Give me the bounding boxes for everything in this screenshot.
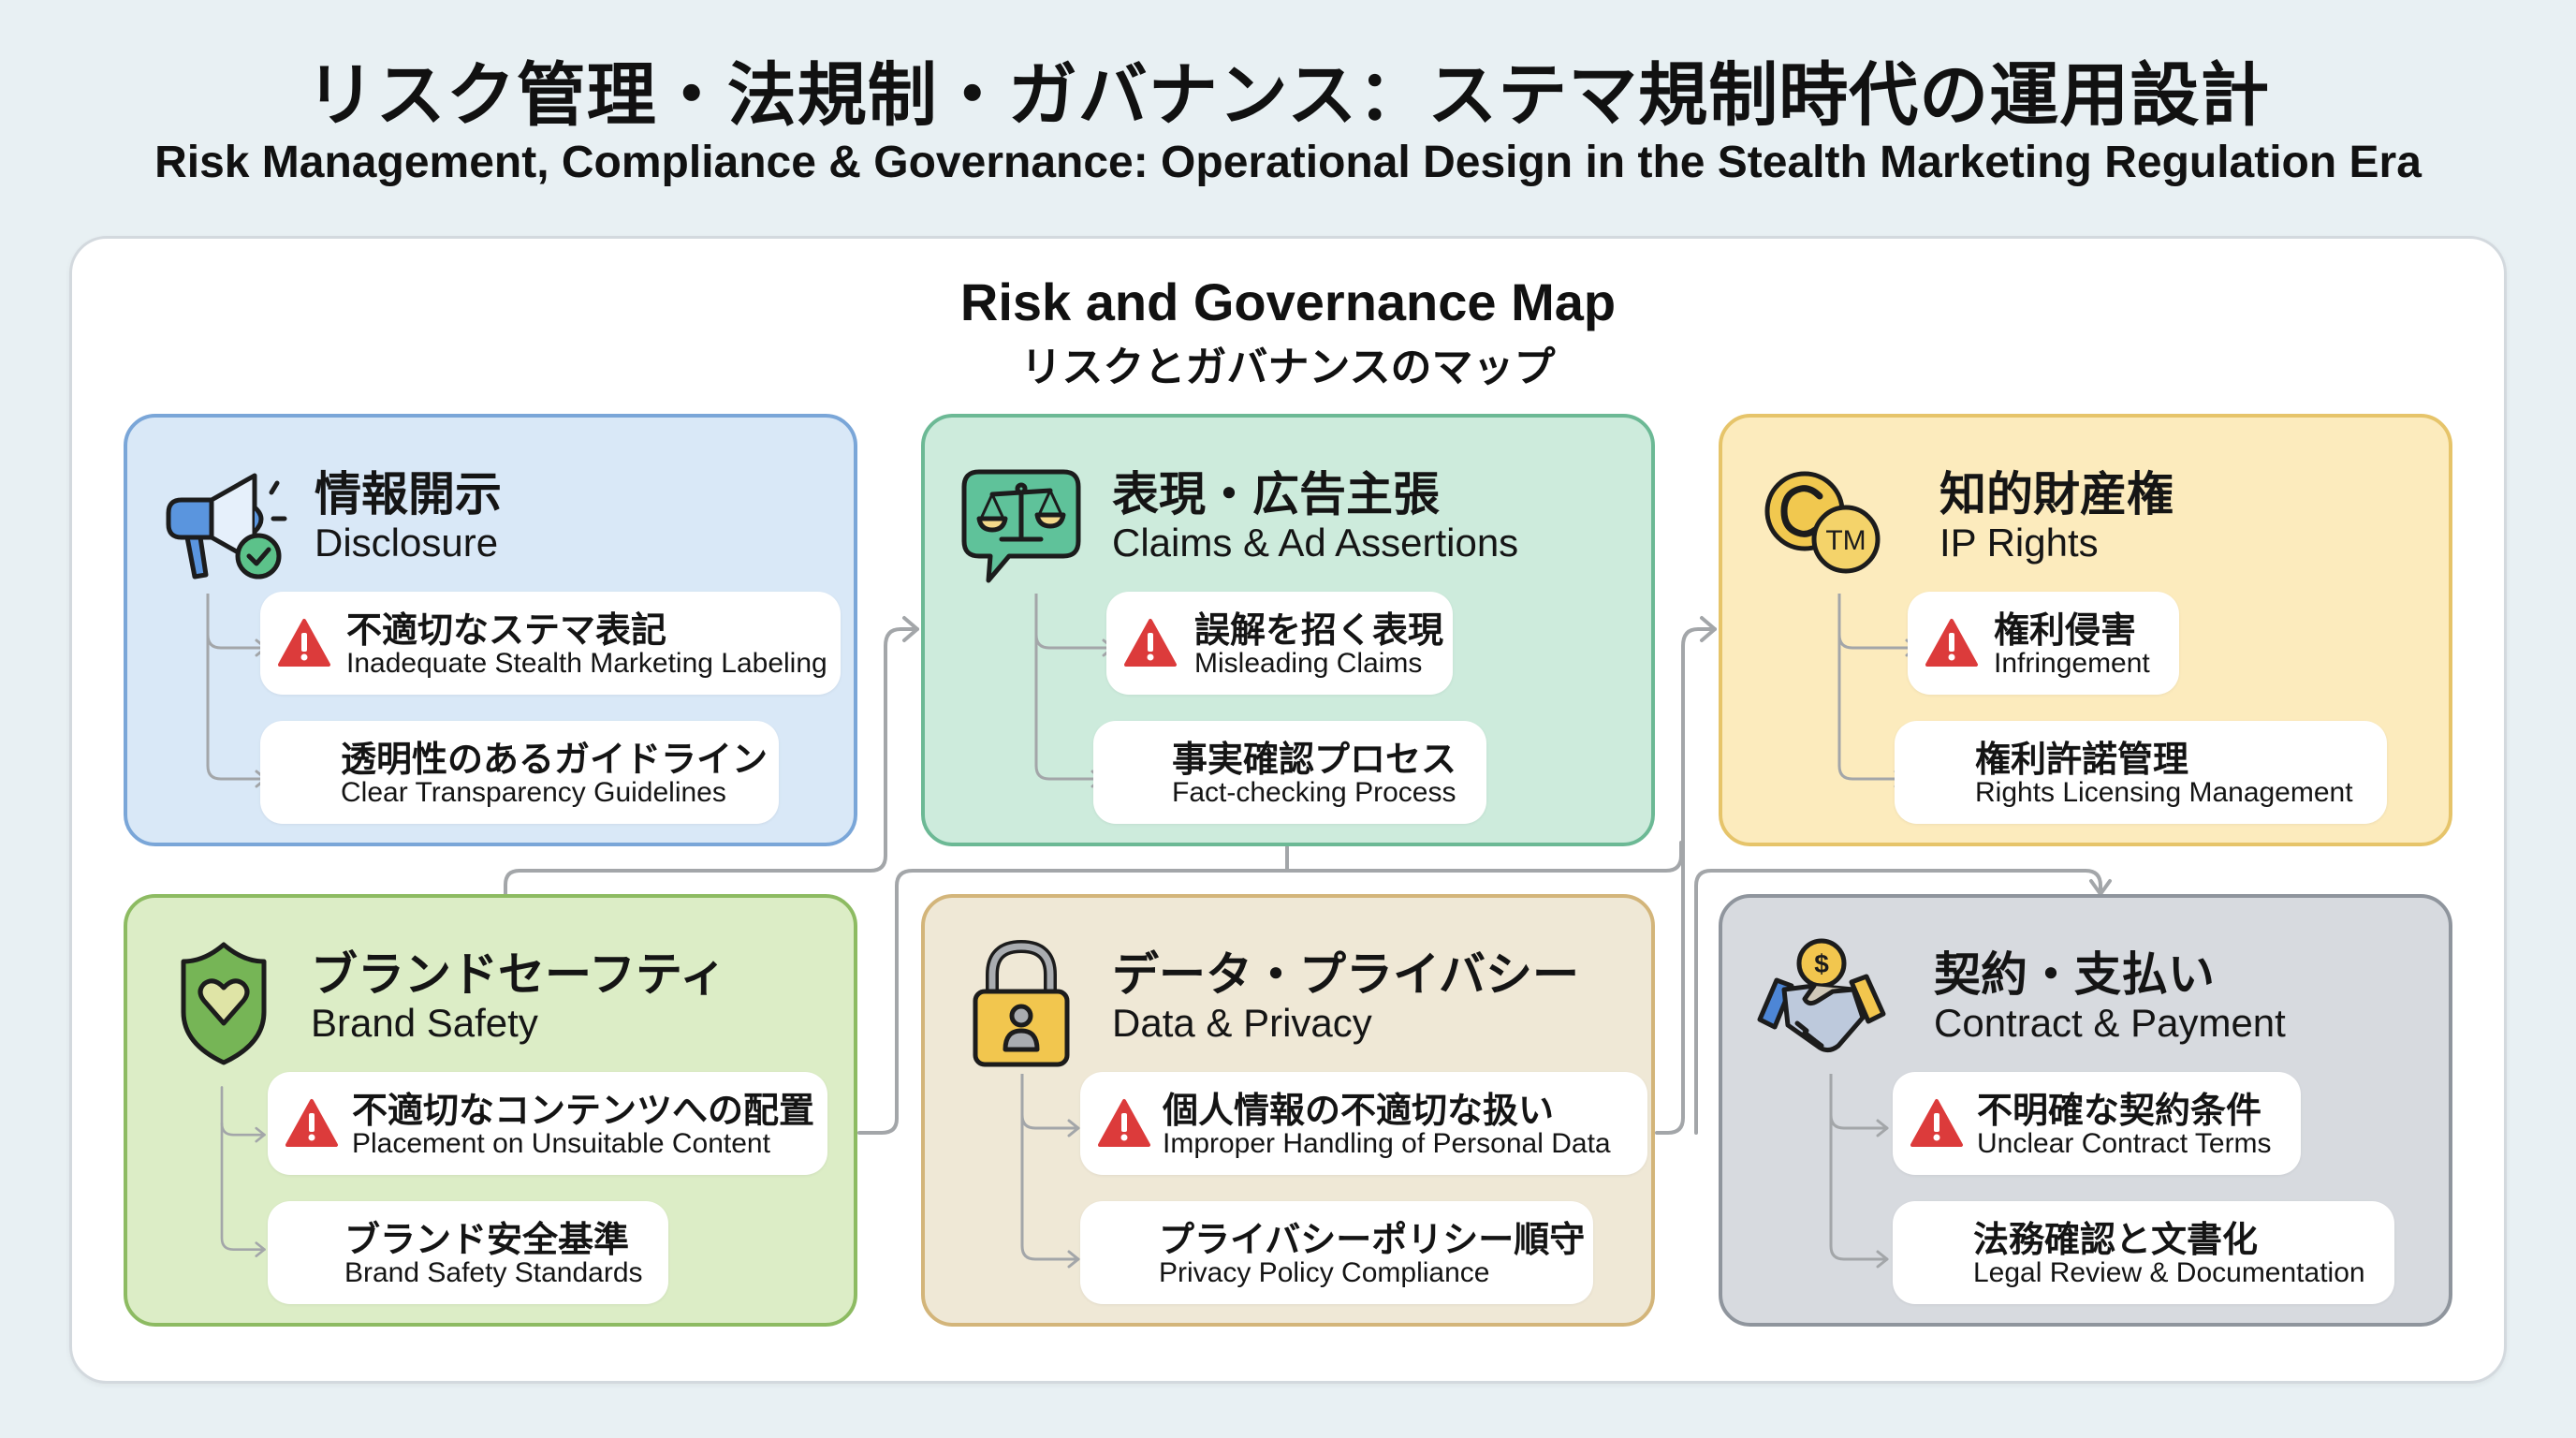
svg-text:TM: TM (1825, 525, 1866, 556)
risk-item[interactable]: 不明確な契約条件 Unclear Contract Terms (1893, 1072, 2301, 1175)
risk-title-jp: 誤解を招く表現 (1194, 609, 1444, 651)
map-title-en: Risk and Governance Map (959, 272, 1617, 331)
shield-heart-icon (154, 933, 294, 1074)
risk-item[interactable]: 不適切なコンテンツへの配置 Placement on Unsuitable Co… (268, 1072, 827, 1175)
risk-item[interactable]: 不適切なステマ表記 Inadequate Stealth Marketing L… (260, 592, 841, 695)
control-item[interactable]: 法務確認と文書化 Legal Review & Documentation (1893, 1201, 2394, 1304)
scales-speech-bubble-icon (951, 453, 1091, 594)
branch-connector (1829, 1074, 1889, 1269)
control-title-en: Privacy Policy Compliance (1159, 1257, 1490, 1288)
padlock-person-icon (951, 933, 1091, 1074)
risk-item[interactable]: 権利侵害 Infringement (1908, 592, 2179, 695)
control-item[interactable]: ブランド安全基準 Brand Safety Standards (268, 1201, 668, 1304)
warning-icon (278, 619, 330, 667)
card-brand-safety[interactable]: ブランドセーフティ Brand Safety 不適切なコンテンツへの配置 Pla… (124, 894, 857, 1327)
control-title-jp: 法務確認と文書化 (1973, 1219, 2259, 1260)
warning-icon (1098, 1099, 1150, 1147)
risk-title-en: Unclear Contract Terms (1977, 1128, 2272, 1159)
control-title-en: Rights Licensing Management (1975, 777, 2353, 808)
card-title-jp: 情報開示 (315, 467, 502, 521)
warning-icon (285, 1099, 338, 1147)
risk-title-en: Improper Handling of Personal Data (1163, 1128, 1611, 1159)
risk-title-en: Infringement (1994, 648, 2150, 679)
card-title-en: Contract & Payment (1934, 1001, 2286, 1045)
svg-text:$: $ (1814, 949, 1829, 978)
control-title-en: Legal Review & Documentation (1973, 1257, 2365, 1288)
card-title-en: Brand Safety (311, 1001, 538, 1045)
risk-title-jp: 権利侵害 (1994, 609, 2137, 651)
card-disclosure[interactable]: 情報開示 Disclosure 不適切なステマ表記 Inadequate Ste… (124, 414, 857, 846)
handshake-coin-icon: $ (1749, 933, 1889, 1074)
page-title-jp: リスク管理・法規制・ガバナンス：ステマ規制時代の運用設計 (305, 55, 2271, 136)
control-title-en: Fact-checking Process (1172, 777, 1456, 808)
control-item[interactable]: 権利許諾管理 Rights Licensing Management (1895, 721, 2387, 824)
copyright-trademark-icon: TM (1749, 453, 1889, 594)
card-title-jp: データ・プライバシー (1112, 947, 1579, 1002)
control-title-jp: 権利許諾管理 (1975, 739, 2189, 780)
risk-item[interactable]: 誤解を招く表現 Misleading Claims (1106, 592, 1453, 695)
risk-title-jp: 個人情報の不適切な扱い (1163, 1090, 1555, 1131)
control-item[interactable]: プライバシーポリシー順守 Privacy Policy Compliance (1080, 1201, 1593, 1304)
risk-title-jp: 不適切なコンテンツへの配置 (352, 1090, 815, 1131)
control-title-jp: プライバシーポリシー順守 (1159, 1219, 1586, 1260)
warning-icon (1910, 1099, 1963, 1147)
risk-title-jp: 不適切なステマ表記 (346, 609, 667, 651)
warning-icon (1925, 619, 1978, 667)
control-title-en: Brand Safety Standards (344, 1257, 643, 1288)
risk-title-en: Placement on Unsuitable Content (352, 1128, 770, 1159)
page-title-en: Risk Management, Compliance & Governance… (154, 138, 2422, 187)
control-item[interactable]: 透明性のあるガイドライン Clear Transparency Guidelin… (260, 721, 779, 824)
control-title-en: Clear Transparency Guidelines (341, 777, 726, 808)
card-title-jp: 知的財産権 (1939, 467, 2174, 521)
risk-title-jp: 不明確な契約条件 (1977, 1090, 2262, 1131)
control-title-jp: 事実確認プロセス (1172, 739, 1457, 780)
risk-title-en: Inadequate Stealth Marketing Labeling (346, 648, 827, 679)
card-contract-payment[interactable]: $ 契約・支払い Contract & Payment 不明確な契約条件 Unc… (1719, 894, 2452, 1327)
card-title-jp: 契約・支払い (1934, 947, 2215, 1002)
card-title-en: Data & Privacy (1112, 1001, 1372, 1045)
card-title-jp: ブランドセーフティ (311, 947, 726, 1002)
warning-icon (1124, 619, 1177, 667)
card-title-en: IP Rights (1939, 521, 2099, 565)
risk-title-en: Misleading Claims (1194, 648, 1423, 679)
control-title-jp: 透明性のあるガイドライン (341, 739, 768, 780)
card-ip-rights[interactable]: TM 知的財産権 IP Rights 権利侵害 Infringement 権利許… (1719, 414, 2452, 846)
megaphone-check-icon (154, 453, 294, 594)
card-title-en: Disclosure (315, 521, 499, 565)
card-title-en: Claims & Ad Assertions (1112, 521, 1519, 565)
branch-connector (1020, 1074, 1080, 1269)
card-data-privacy[interactable]: データ・プライバシー Data & Privacy 個人情報の不適切な扱い Im… (921, 894, 1655, 1327)
map-title-jp: リスクとガバナンスのマップ (1020, 344, 1556, 391)
control-title-jp: ブランド安全基準 (344, 1219, 630, 1260)
control-item[interactable]: 事実確認プロセス Fact-checking Process (1093, 721, 1486, 824)
card-claims[interactable]: 表現・広告主張 Claims & Ad Assertions 誤解を招く表現 M… (921, 414, 1655, 846)
risk-item[interactable]: 個人情報の不適切な扱い Improper Handling of Persona… (1080, 1072, 1647, 1175)
branch-connector (220, 1086, 266, 1257)
card-title-jp: 表現・広告主張 (1112, 467, 1440, 521)
